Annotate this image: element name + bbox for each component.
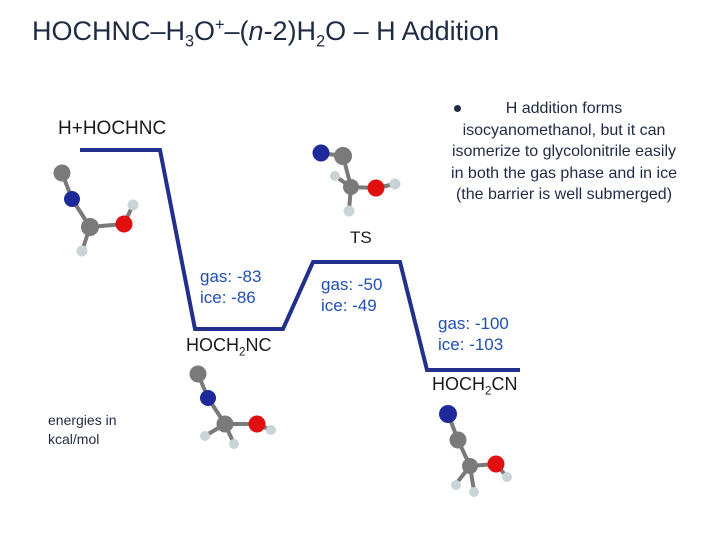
ts-energies: gas: -50 ice: -49 — [321, 274, 382, 316]
intermediate-gas-energy: gas: -83 — [200, 267, 262, 286]
product-label: HOCH2CN — [432, 374, 518, 398]
page-title: HOCHNC–H3O+–(n-2)H2O – H Addition — [32, 16, 500, 51]
ts-ice-energy: ice: -49 — [321, 296, 377, 315]
intermediate-label: HOCH2NC — [186, 335, 272, 359]
bullet-icon — [454, 105, 461, 112]
product-gas-energy: gas: -100 — [438, 314, 509, 333]
molecule-isocyanomethanol — [189, 365, 276, 449]
reactant-label: H+HOCHNC — [58, 118, 167, 139]
molecule-reactant — [53, 164, 139, 257]
product-ice-energy: ice: -103 — [438, 335, 504, 354]
ts-gas-energy: gas: -50 — [321, 275, 383, 294]
annotation-text: H addition forms isocyanomethanol, but i… — [451, 100, 677, 203]
energy-path — [80, 148, 520, 372]
ts-label: TS — [350, 228, 372, 247]
annotation-note: H addition forms isocyanomethanol, but i… — [448, 98, 680, 206]
units-label: energies in kcal/mol — [48, 412, 117, 447]
molecule-glycolonitrile — [439, 405, 512, 497]
molecule-transition-state — [312, 144, 401, 217]
intermediate-ice-energy: ice: -86 — [200, 288, 256, 307]
product-energies: gas: -100 ice: -103 — [438, 313, 509, 355]
intermediate-energies: gas: -83 ice: -86 — [200, 266, 261, 308]
